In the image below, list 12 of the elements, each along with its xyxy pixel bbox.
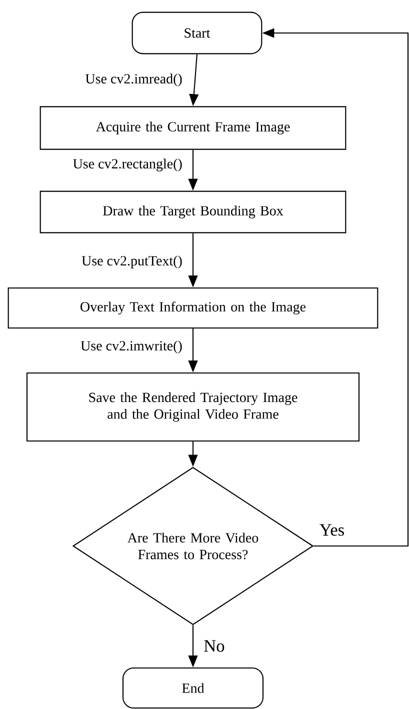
process-box: Overlay Text Information on the Image <box>8 287 378 329</box>
edge-label: Use cv2.imread() <box>84 72 184 88</box>
terminal-box: Start <box>132 12 262 54</box>
edge-label: No <box>202 638 226 654</box>
process-box: Save the Rendered Trajectory Image and the Original Video Frame <box>26 372 360 442</box>
terminal-box: End <box>122 667 264 709</box>
edge-label: Yes <box>318 522 346 538</box>
process-box: Acquire the Current Frame Image <box>40 106 346 150</box>
edge-label: Use cv2.putText() <box>80 254 184 270</box>
edge-label: Use cv2.rectangle() <box>71 157 184 173</box>
process-box: Draw the Target Bounding Box <box>40 190 346 234</box>
edge-label: Use cv2.imwrite() <box>79 339 184 355</box>
